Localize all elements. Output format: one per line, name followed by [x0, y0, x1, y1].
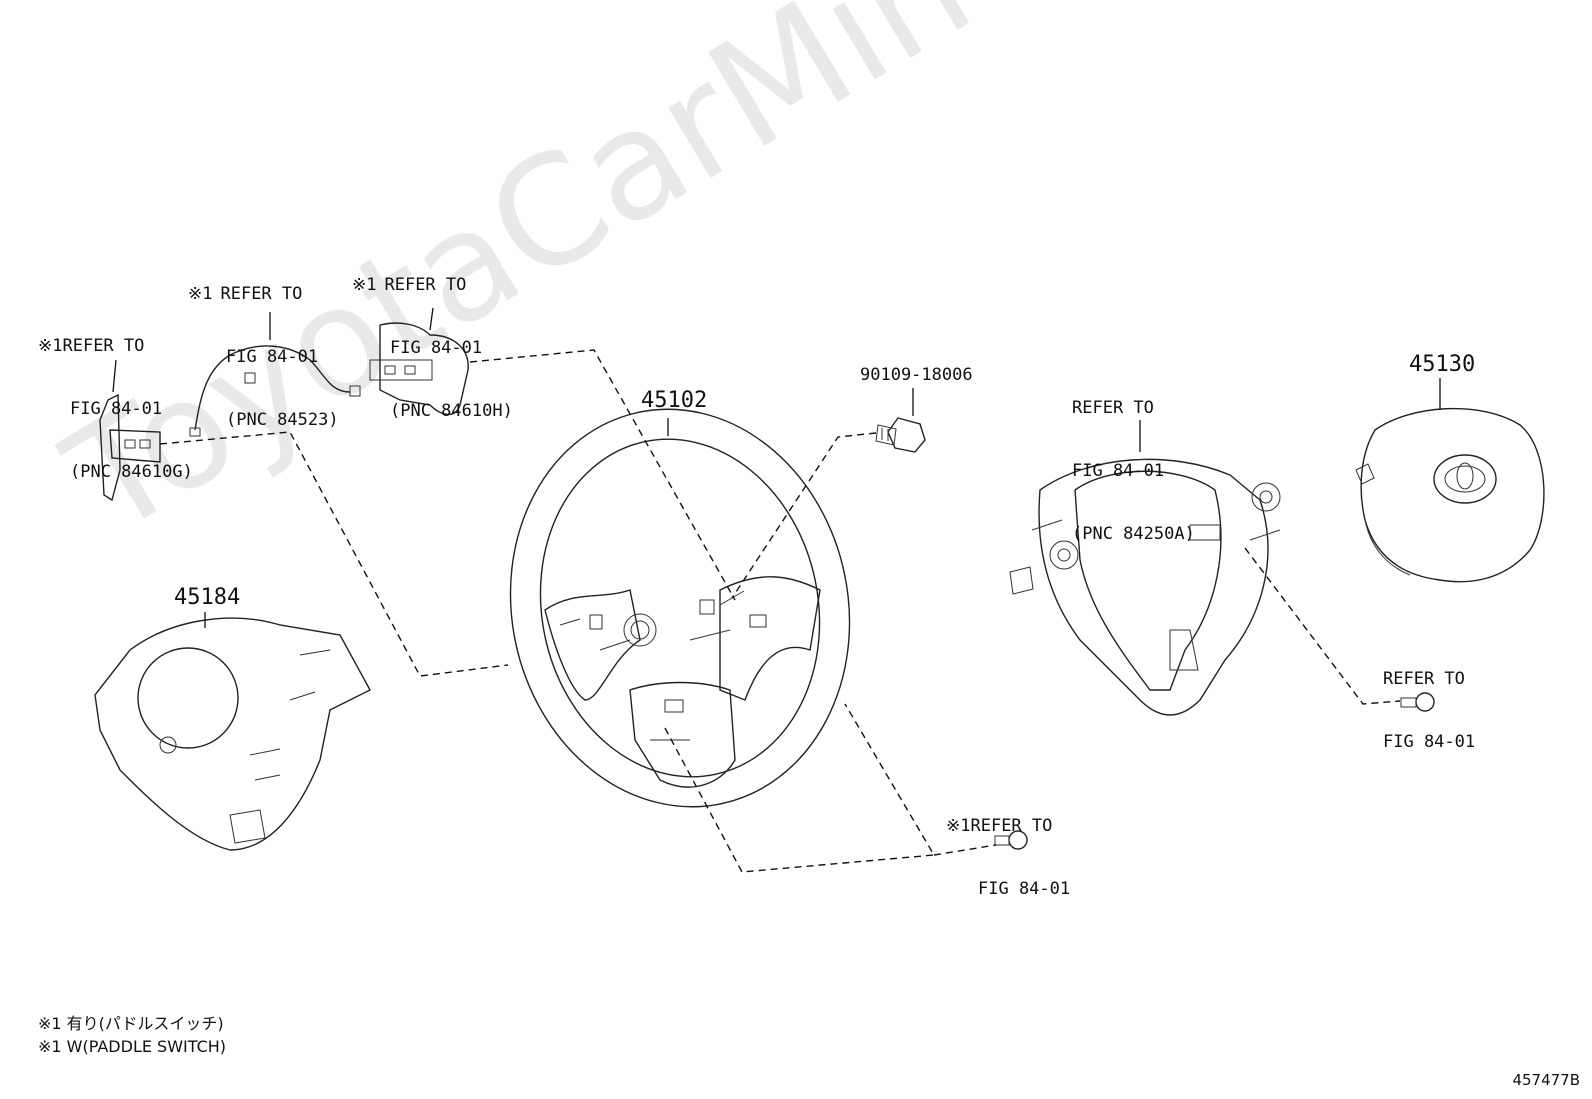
paddle-right-drawing[interactable] [369, 322, 469, 416]
airbag-drawing[interactable] [1355, 407, 1545, 583]
ref-mark: ※1 [188, 284, 213, 304]
part-number-45130[interactable]: 45130 [1409, 352, 1476, 377]
steering-wheel-drawing[interactable] [474, 377, 886, 838]
screw-bottom-drawing[interactable] [994, 830, 1028, 850]
dash-paddle-left [159, 431, 509, 677]
ref-mark: ※1 [352, 275, 377, 295]
ref-switch-pad[interactable]: REFER TO FIG 84-01 (PNC 84250A) [1072, 398, 1195, 544]
footnote-en: ※1 W(PADDLE SWITCH) [38, 1037, 227, 1056]
lower-cover-drawing[interactable] [94, 617, 371, 851]
footnote-jp: ※1 有り(パドルスイッチ) [38, 1014, 224, 1033]
dash-bolt [731, 432, 877, 599]
bolt-drawing[interactable] [875, 417, 926, 453]
part-number-45184[interactable]: 45184 [174, 585, 241, 610]
dash-paddle-right [469, 349, 736, 601]
dash-screw-right [1244, 547, 1401, 705]
leader-paddle-right [429, 307, 434, 331]
switch-pad-drawing[interactable] [1009, 458, 1281, 716]
ref-mark: ※1 [946, 816, 971, 836]
footnotes: ※1 有り(パドルスイッチ) ※1 W(PADDLE SWITCH) [38, 1012, 226, 1058]
ref-screw-right[interactable]: REFER TO FIG 84-01 [1383, 669, 1476, 752]
ref-paddle-left[interactable]: ※1REFER TO FIG 84-01 (PNC 84610G) [38, 336, 193, 482]
leader-paddle-left [112, 359, 117, 393]
paddle-left-drawing[interactable] [99, 393, 161, 502]
ref-mark: ※1 [38, 336, 63, 356]
part-number-45102[interactable]: 45102 [641, 388, 708, 413]
figure-id: 457477B [1512, 1071, 1580, 1089]
part-number-90109-18006[interactable]: 90109-18006 [860, 365, 973, 385]
screw-right-drawing[interactable] [1400, 692, 1435, 712]
wire-harness-drawing[interactable] [189, 345, 361, 437]
ref-screw-bottom[interactable]: ※1REFER TO FIG 84-01 [946, 816, 1071, 899]
dash-screw-bottom [664, 703, 997, 873]
